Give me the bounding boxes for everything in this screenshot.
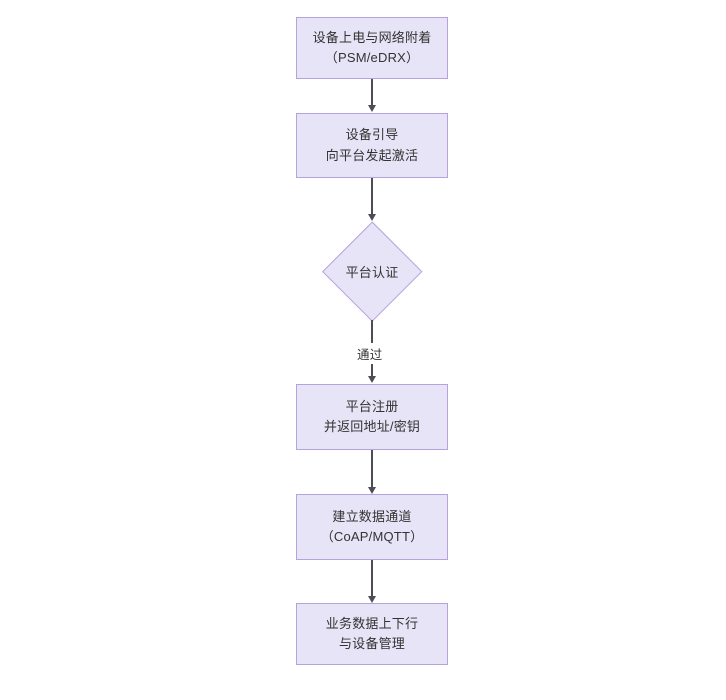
flow-node-establish-data-channel-line-1: 建立数据通道 xyxy=(332,508,412,524)
flow-edge-channel-to-service-line xyxy=(371,560,373,597)
flow-node-power-on-attach-line-2: （PSM/eDRX） xyxy=(324,50,420,65)
flow-edge-channel-to-service-arrow-icon xyxy=(367,596,376,603)
flow-node-service-data-management-line-2: 与设备管理 xyxy=(338,636,405,651)
flow-node-platform-auth-label: 平台认证 xyxy=(345,264,399,280)
flow-node-device-bootstrap-line-1: 设备引导 xyxy=(345,127,399,143)
flow-node-device-bootstrap[interactable]: 设备引导 向平台发起激活 xyxy=(296,113,448,178)
flow-node-power-on-attach-line-1: 设备上电与网络附着 xyxy=(312,29,432,45)
flow-node-service-data-management-line-1: 业务数据上下行 xyxy=(325,615,419,631)
flow-node-service-data-management[interactable]: 业务数据上下行 与设备管理 xyxy=(296,603,448,665)
flow-node-platform-auth-decision[interactable]: 平台认证 xyxy=(322,221,422,321)
flow-node-platform-register[interactable]: 平台注册 并返回地址/密钥 xyxy=(296,384,448,450)
flow-node-establish-data-channel-line-2: （CoAP/MQTT） xyxy=(320,529,424,544)
flow-node-establish-data-channel[interactable]: 建立数据通道 （CoAP/MQTT） xyxy=(296,494,448,560)
flow-edge-bootstrap-to-auth-line xyxy=(371,178,373,215)
flow-edge-register-to-channel-line xyxy=(371,450,373,488)
flow-node-device-bootstrap-line-2: 向平台发起激活 xyxy=(325,147,419,163)
flow-edge-register-to-channel-arrow-icon xyxy=(367,487,376,494)
flow-edge-power-on-to-bootstrap-arrow-icon xyxy=(367,105,376,112)
flow-edge-bootstrap-to-auth-arrow-icon xyxy=(367,214,376,221)
flow-edge-power-on-to-bootstrap-line xyxy=(371,79,373,106)
flow-edge-auth-to-register-arrow-icon xyxy=(367,376,376,383)
flow-edge-auth-to-register-label: 通过 xyxy=(355,343,385,364)
flow-node-platform-register-line-2: 并返回地址/密钥 xyxy=(323,419,421,434)
flow-node-power-on-attach[interactable]: 设备上电与网络附着 （PSM/eDRX） xyxy=(296,17,448,79)
flow-node-platform-register-line-1: 平台注册 xyxy=(345,398,399,414)
